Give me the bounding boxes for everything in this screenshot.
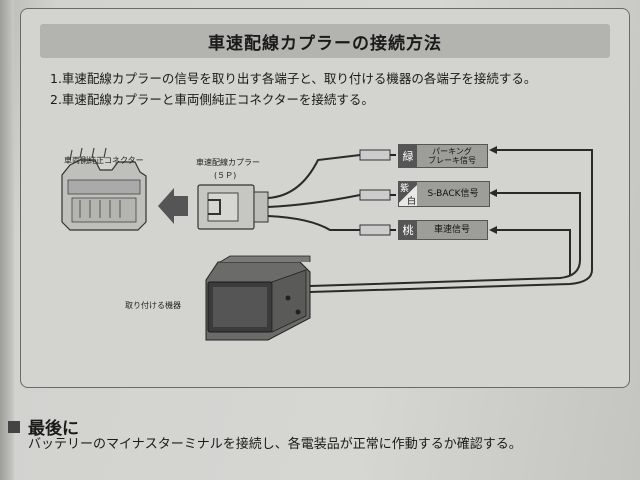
step-2: 2.車速配線カプラーと車両側純正コネクターを接続する。: [50, 92, 374, 107]
connect-arrow: [158, 188, 188, 224]
vehicle-connector-graphic: [61, 147, 147, 231]
page-title: 車速配線カプラーの接続方法: [208, 33, 442, 54]
wire-color-green: 緑: [399, 145, 417, 167]
final-heading-text: 最後に: [28, 419, 79, 439]
device-label: 取り付ける機器: [125, 301, 181, 310]
vehicle-connector-label: 車両側純正コネクター: [64, 156, 144, 165]
step-1: 1.車速配線カプラーの信号を取り出す各端子と、取り付ける機器の各端子を接続する。: [50, 71, 537, 86]
final-heading: 最後に: [8, 414, 79, 439]
heading-square-icon: [8, 420, 20, 433]
title-bar: 車速配線カプラーの接続方法: [40, 24, 610, 58]
device-graphic: [205, 255, 311, 341]
signal-name: パーキング ブレーキ信号: [417, 145, 487, 167]
signal-vehicle-speed: 桃 車速信号: [398, 220, 488, 240]
wire-color-pink: 桃: [399, 221, 417, 239]
signal-name: 車速信号: [417, 221, 487, 239]
signal-name: S-BACK信号: [417, 182, 489, 206]
coupler-label: 車速配線カプラー: [196, 158, 260, 167]
signal-s-back: 紫 白 S-BACK信号: [398, 181, 490, 207]
final-instruction: バッテリーのマイナスターミナルを接続し、各電装品が正常に作動するか確認する。: [28, 437, 522, 452]
coupler-pins-label: (５Ｐ): [214, 171, 237, 180]
page-fold-edge: [0, 0, 14, 480]
wire-color-purple-white: 紫 白: [399, 182, 417, 207]
signal-parking-brake: 緑 パーキング ブレーキ信号: [398, 144, 488, 168]
wire-terminals: [359, 149, 396, 236]
coupler-graphic: [197, 184, 269, 230]
